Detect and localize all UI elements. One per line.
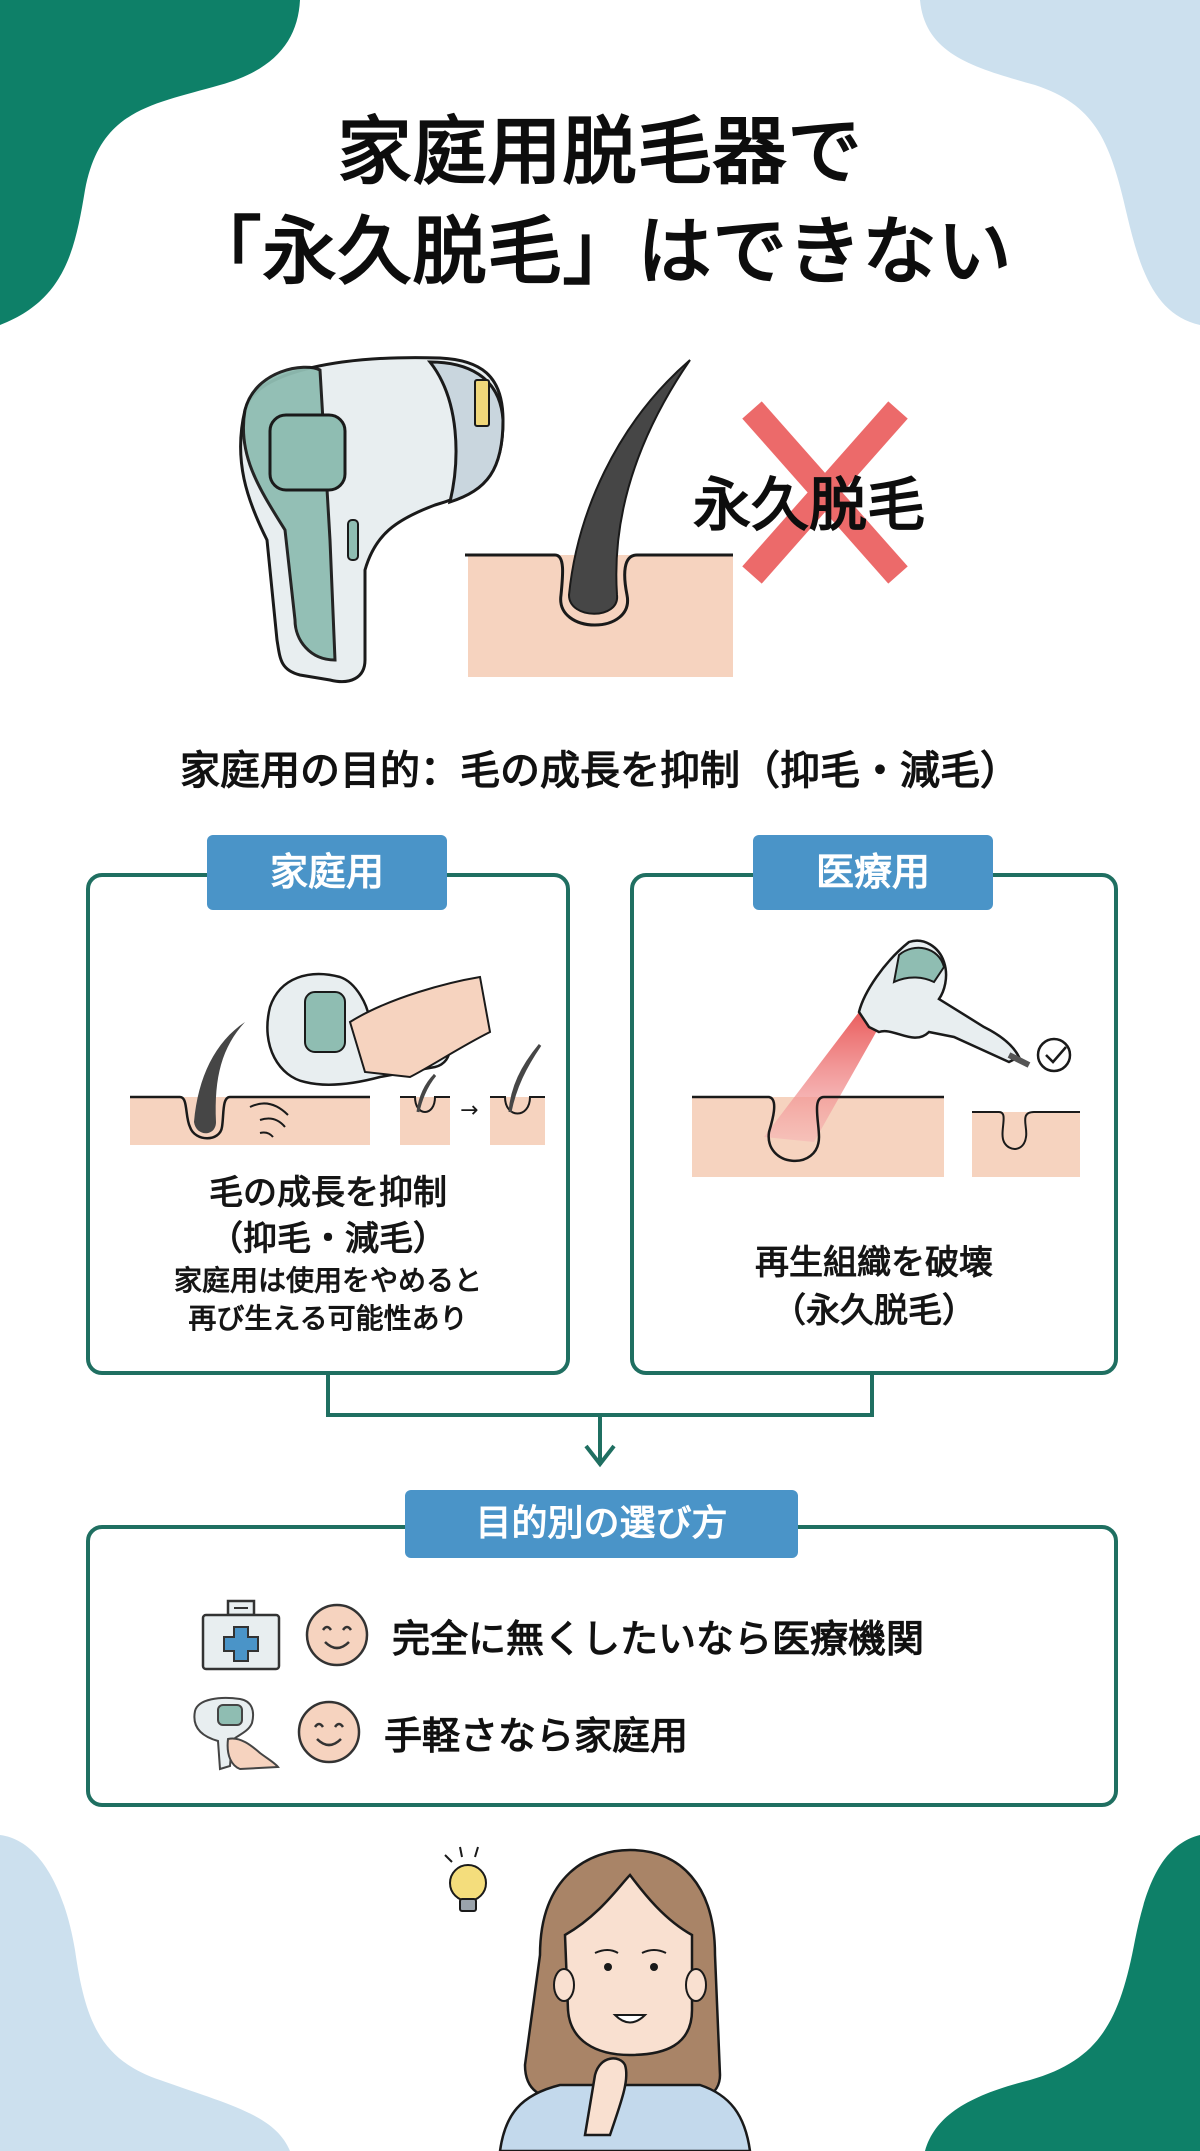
medical-use-illustration: [692, 939, 1080, 1177]
card-choice: 完全に無くしたいなら医療機関 手軽さなら家庭用: [86, 1525, 1118, 1807]
home-use-illustration: →: [130, 972, 545, 1145]
lightbulb-icon: [444, 1846, 487, 1912]
smile-face-icon: [305, 1603, 369, 1667]
decor-blob-bottom-left: [0, 1835, 290, 2151]
connector-center-drop: [598, 1415, 602, 1465]
page-title-line1: 家庭用脱毛器で: [337, 109, 863, 195]
choice-item-medical: 完全に無くしたいなら医療機関: [200, 1599, 924, 1671]
home-subheading: （抑毛・減毛）: [209, 1219, 447, 1259]
choice-label-home: 手軽さなら家庭用: [384, 1713, 689, 1758]
ipl-device-icon: [239, 356, 505, 684]
crossed-label: 永久脱毛: [693, 471, 926, 539]
card-medical: 再生組織を破壊 （永久脱毛）: [630, 873, 1118, 1375]
choice-item-home: 手軽さなら家庭用: [190, 1691, 688, 1773]
home-note-line1: 家庭用は使用をやめると: [173, 1264, 482, 1297]
home-note-line2: 再び生える可能性あり: [188, 1302, 468, 1335]
home-heading: 毛の成長を抑制: [209, 1173, 447, 1213]
purpose-statement: 家庭用の目的：毛の成長を抑制（抑毛・減毛）: [180, 748, 1020, 794]
cross-mark-icon: [742, 401, 908, 584]
decor-blob-top-left: [0, 0, 300, 325]
connector-right-drop: [870, 1375, 874, 1415]
home-device-hand-icon: [193, 1696, 280, 1771]
card-home: → 毛の成長を抑制 （抑毛・減毛） 家庭用は使用をやめると 再び生える可能性あり: [86, 873, 570, 1375]
arrow-down-icon: [584, 1444, 616, 1468]
tag-medical: 医療用: [753, 835, 993, 910]
page-title-line2: 「永久脱毛」はできない: [187, 209, 1013, 295]
tag-choice: 目的別の選び方: [405, 1490, 798, 1558]
medical-heading: 再生組織を破壊: [755, 1243, 993, 1283]
connector-left-drop: [326, 1375, 330, 1415]
decor-blob-top-right: [920, 0, 1200, 325]
svg-text:→: →: [460, 1098, 478, 1123]
medical-subheading: （永久脱毛）: [772, 1291, 976, 1331]
smile-face-icon: [297, 1700, 361, 1764]
medical-kit-icon: [201, 1599, 281, 1671]
tag-home: 家庭用: [207, 835, 447, 910]
thinking-woman-illustration: [498, 1848, 752, 2151]
choice-label-medical: 完全に無くしたいなら医療機関: [392, 1616, 925, 1661]
decor-blob-bottom-right: [925, 1835, 1200, 2151]
hair-follicle-icon: [465, 359, 733, 677]
